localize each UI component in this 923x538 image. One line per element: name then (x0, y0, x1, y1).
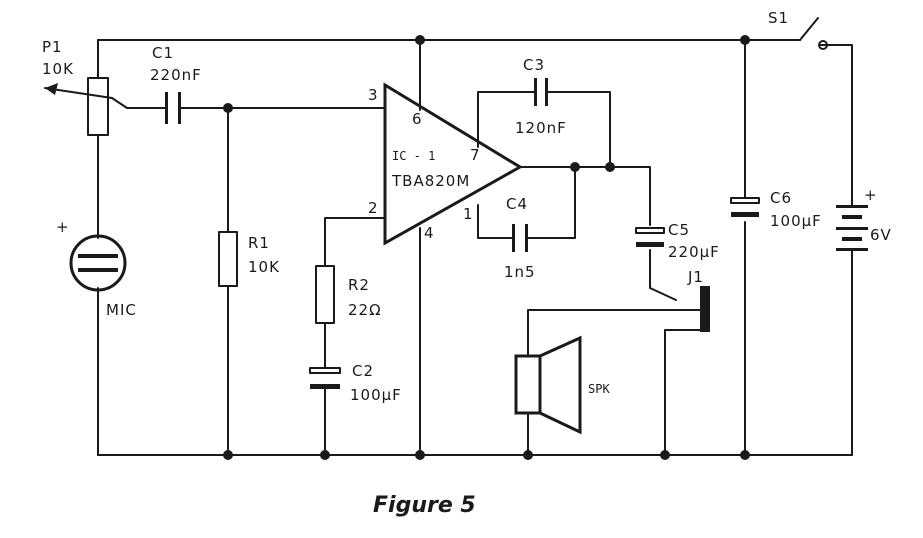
ic-pin-1: 1 (463, 205, 474, 223)
figure-caption: Figure 5 (373, 493, 476, 518)
capacitor-c4: C4 1n5 (504, 195, 536, 281)
c6-value: 100µF (770, 212, 822, 230)
speaker: SPK (514, 335, 610, 435)
r2-ref: R2 (348, 276, 370, 294)
r1-ref: R1 (248, 234, 270, 252)
c6-ref: C6 (770, 189, 792, 207)
potentiometer-p1: P1 10K (42, 38, 113, 136)
capacitor-c3: C3 120nF (515, 56, 567, 137)
c2-value: 100µF (350, 386, 402, 404)
ic-1-amplifier: IC - 1 TBA820M 3 6 7 2 1 4 (368, 82, 523, 246)
capacitor-c2: C2 100µF (309, 362, 402, 404)
s1-ref: S1 (768, 9, 789, 27)
ic-pin-7: 7 (470, 146, 481, 164)
mic-ref: MIC (106, 301, 137, 319)
c5-ref: C5 (668, 221, 690, 239)
ic-ref: IC - 1 (392, 149, 435, 163)
c4-value: 1n5 (504, 263, 536, 281)
wires (97, 39, 853, 456)
j1-ref: J1 (687, 268, 704, 286)
battery-polarity: + (864, 186, 878, 204)
c5-value: 220µF (668, 243, 720, 261)
junction-dots (223, 35, 750, 460)
jack-j1: J1 (687, 268, 710, 332)
battery-value: 6V (870, 226, 892, 244)
microphone: + MIC (56, 218, 137, 319)
c1-ref: C1 (152, 44, 174, 62)
battery-6v: + 6V (836, 186, 892, 251)
r2-value: 22Ω (348, 301, 382, 319)
ic-pin-4: 4 (424, 224, 435, 242)
capacitor-c5: C5 220µF (635, 221, 720, 261)
c4-ref: C4 (506, 195, 528, 213)
spk-ref: SPK (588, 382, 610, 396)
r1-value: 10K (248, 258, 280, 276)
mic-polarity: + (56, 218, 70, 236)
ic-pin-3: 3 (368, 86, 379, 104)
resistor-r2: R2 22Ω (315, 265, 382, 324)
capacitor-c6: C6 100µF (730, 189, 822, 230)
c2-ref: C2 (352, 362, 374, 380)
p1-ref: P1 (42, 38, 63, 56)
c3-value: 120nF (515, 119, 567, 137)
c1-value: 220nF (150, 66, 202, 84)
capacitor-c1: C1 220nF (150, 44, 202, 124)
ic-part: TBA820M (391, 172, 470, 190)
switch-s1: S1 (768, 9, 828, 50)
ic-pin-2: 2 (368, 199, 379, 217)
c3-ref: C3 (523, 56, 545, 74)
p1-value: 10K (42, 60, 74, 78)
resistor-r1: R1 10K (218, 231, 280, 287)
ic-pin-6: 6 (412, 110, 423, 128)
